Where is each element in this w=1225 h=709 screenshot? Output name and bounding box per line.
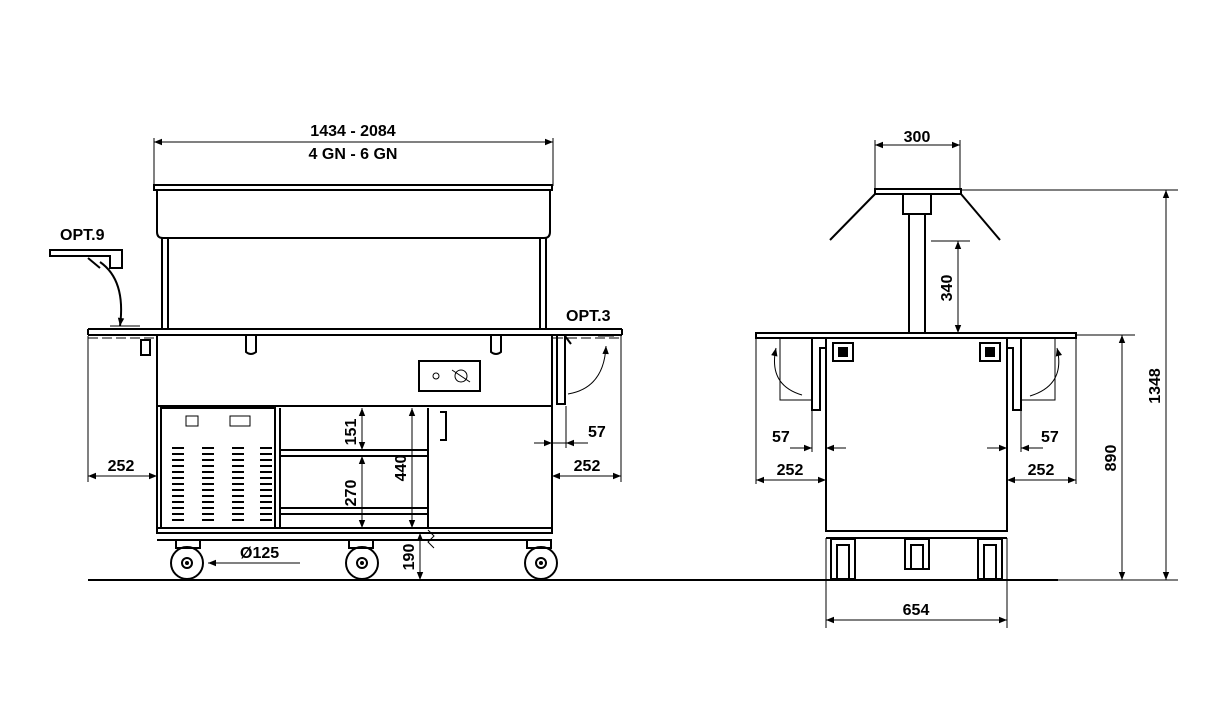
refrigeration-unit bbox=[160, 407, 276, 529]
side-caster-left bbox=[830, 538, 856, 580]
shelf-gap-top-label: 151 bbox=[343, 419, 360, 446]
right-overhang-label: 252 bbox=[574, 458, 601, 475]
caster-right bbox=[524, 539, 558, 580]
left-overhang-label: 252 bbox=[108, 458, 135, 475]
front-view: 1434 - 2084 4 GN - 6 GN bbox=[49, 123, 623, 580]
door-handle bbox=[440, 411, 447, 441]
opt9-label: OPT.9 bbox=[60, 227, 105, 244]
side-caster-middle bbox=[904, 538, 930, 570]
indicator-light bbox=[432, 372, 440, 380]
overall-height-label: 1348 bbox=[1147, 368, 1164, 404]
opt3-tray-slide bbox=[556, 336, 566, 405]
thermostat-knob bbox=[454, 369, 468, 383]
depth-label: 654 bbox=[903, 602, 930, 619]
canopy-height-label: 340 bbox=[939, 275, 956, 302]
compartment-height-label: 440 bbox=[393, 455, 410, 482]
width-range-label: 1434 - 2084 bbox=[310, 123, 396, 140]
side-left-overhang-label: 252 bbox=[777, 462, 804, 479]
canopy-width-label: 300 bbox=[904, 129, 931, 146]
side-left-offset-label: 57 bbox=[772, 429, 790, 446]
wheel-diameter-label: Ø125 bbox=[240, 545, 279, 562]
caster-left bbox=[170, 539, 204, 580]
side-view: 300 340 bbox=[755, 129, 1178, 628]
opt9-tray-slide bbox=[49, 249, 123, 269]
side-right-overhang-label: 252 bbox=[1028, 462, 1055, 479]
ground-clearance-label: 190 bbox=[401, 544, 418, 571]
ventilation-grille bbox=[172, 447, 272, 521]
right-offset-label: 57 bbox=[588, 424, 606, 441]
canopy-glass bbox=[156, 190, 551, 239]
counter-height-label: 890 bbox=[1103, 445, 1120, 472]
side-tray-slide-left bbox=[811, 338, 826, 411]
caster-middle bbox=[345, 539, 379, 580]
side-counter-body bbox=[825, 337, 1008, 532]
canopy-post bbox=[908, 213, 926, 334]
shelf-gap-mid-label: 270 bbox=[343, 480, 360, 507]
side-tray-slide-right bbox=[1007, 338, 1022, 411]
control-panel bbox=[418, 360, 481, 392]
canopy-top bbox=[153, 184, 553, 191]
gn-range-label: 4 GN - 6 GN bbox=[309, 146, 398, 163]
side-caster-right bbox=[977, 538, 1003, 580]
opt3-label: OPT.3 bbox=[566, 308, 611, 325]
side-right-offset-label: 57 bbox=[1041, 429, 1059, 446]
